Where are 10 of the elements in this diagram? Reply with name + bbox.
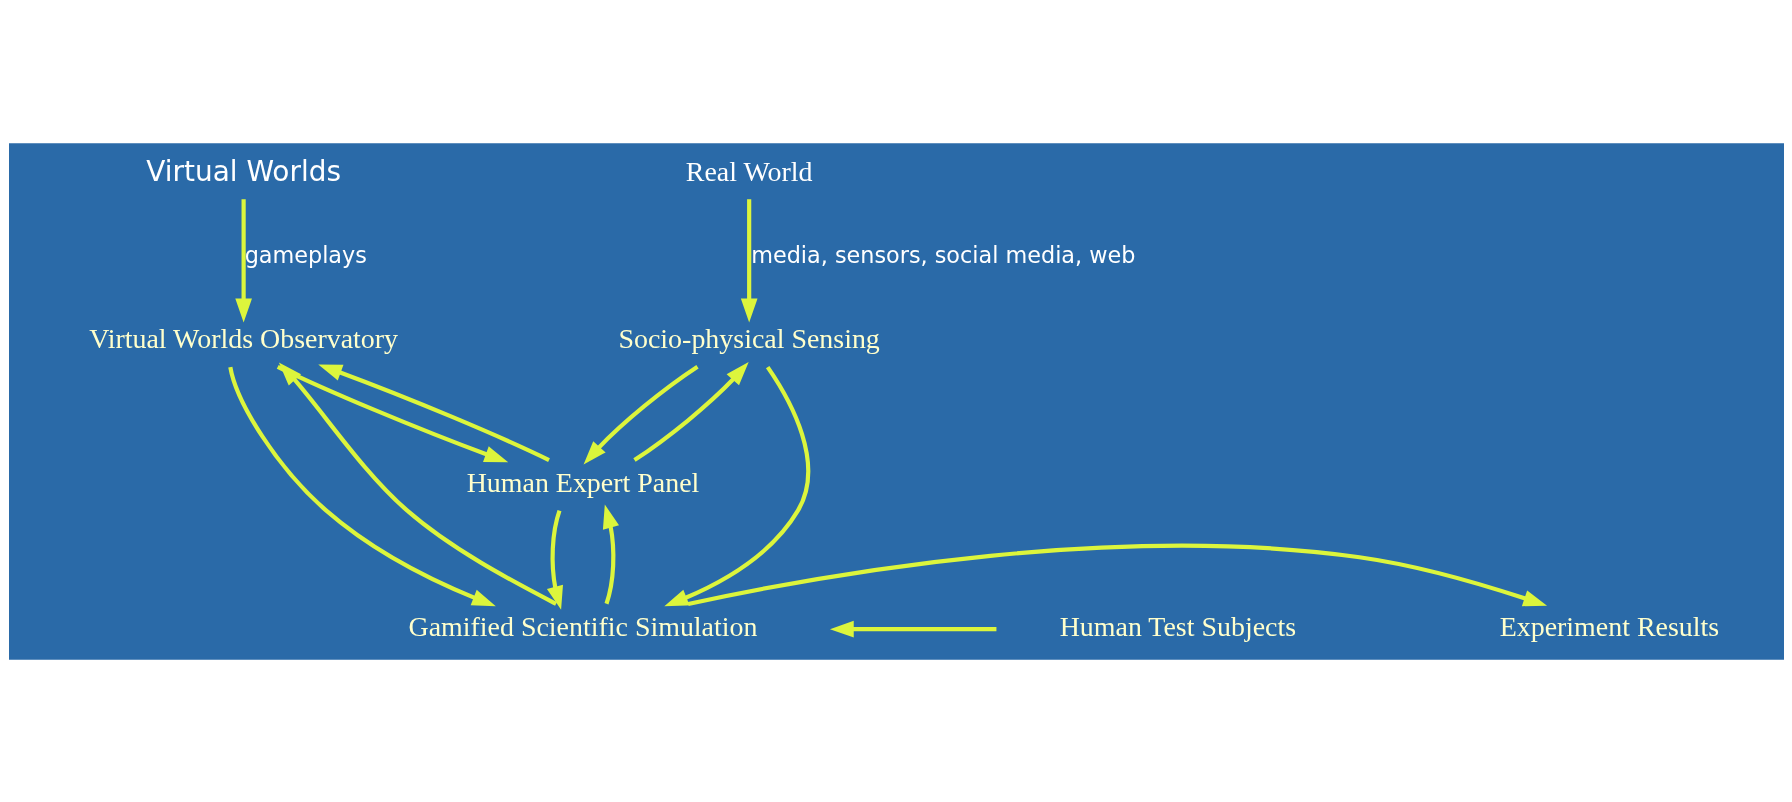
node-text: Gamified Scientific Simulation: [407, 610, 757, 642]
edge-label: gameplays: [244, 241, 367, 268]
node-text: Virtual Worlds Observatory: [88, 322, 398, 354]
node-text: Human Test Subjects: [1059, 610, 1296, 642]
edge-label: media, sensors, social media, web: [750, 241, 1135, 268]
node-text: Experiment Results: [1499, 610, 1719, 642]
node-text: Real World: [685, 155, 813, 187]
node-text: Socio-physical Sensing: [617, 322, 880, 354]
node-text: Virtual Worlds: [145, 154, 341, 188]
node-text: Human Expert Panel: [466, 466, 699, 498]
